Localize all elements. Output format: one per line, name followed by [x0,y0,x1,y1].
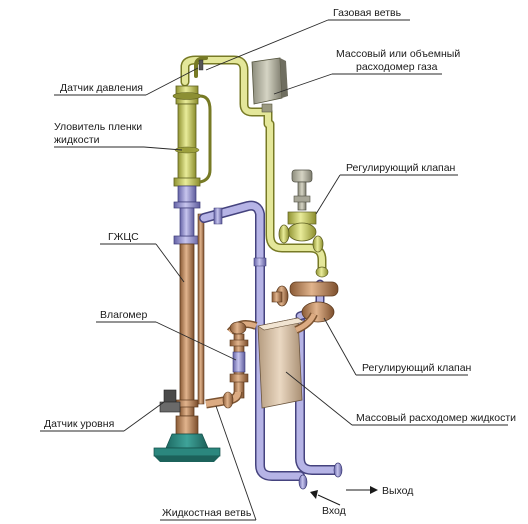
label-gas-flowmeter-line1: Массовый или объемный [336,48,460,60]
label-liquid-branch: Жидкостная ветвь [162,507,252,519]
label-gzhcs: ГЖЦС [108,231,139,243]
label-pressure-sensor: Датчик давления [60,82,143,94]
label-moisture-meter: Влагомер [100,309,147,321]
pressure-sensor-device [198,59,204,71]
label-gas-flowmeter-line2: расходомер газа [356,61,438,73]
liquid-flowmeter-device [226,312,318,409]
top-control-valve [278,169,324,253]
moisture-meter-device [205,333,249,409]
callout-labels: Газовая ветвь Массовый или объемный расх… [44,7,516,519]
flow-arrows [310,486,378,506]
equipment-drawing [153,55,378,506]
bottom-control-valve [271,266,339,323]
film-catcher-vessel [172,85,212,187]
label-film-catcher-line1: Уловитель пленки [54,121,142,133]
label-inlet: Вход [322,505,346,517]
label-outlet: Выход [382,485,413,497]
label-gas-branch: Газовая ветвь [333,7,402,19]
label-liquid-flowmeter: Массовый расходомер жидкости [356,412,516,424]
gzhcs-column [173,185,205,417]
column-base [153,415,221,462]
label-control-valve-top: Регулирующий клапан [346,162,456,174]
label-film-catcher-line2: жидкости [54,134,100,146]
level-sensor-device [159,389,181,413]
label-level-sensor: Датчик уровня [44,418,114,430]
label-control-valve-bottom: Регулирующий клапан [362,362,472,374]
gas-flowmeter-device [251,57,288,113]
callout-leaders [40,19,508,521]
gas-branch-pipe [180,55,327,273]
